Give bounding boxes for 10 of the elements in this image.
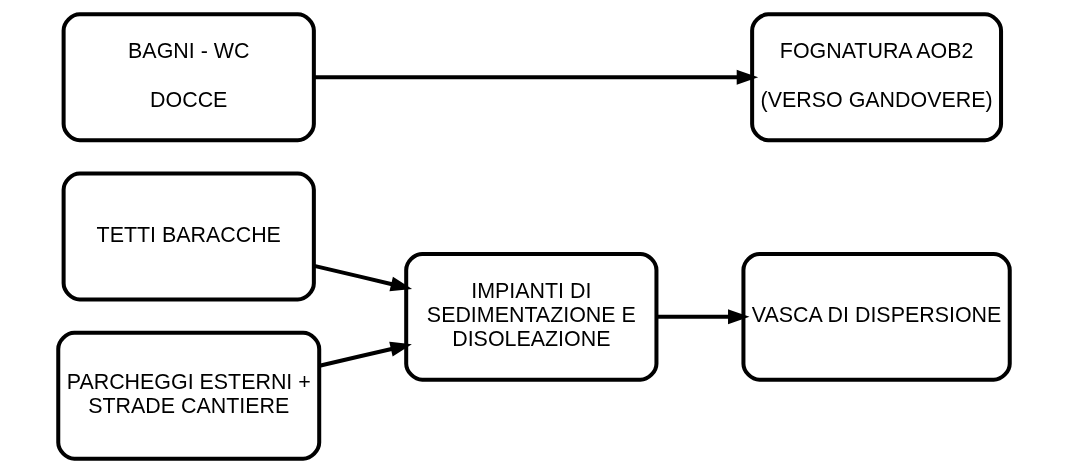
arrow	[656, 308, 749, 324]
arrow	[313, 263, 412, 291]
arrow	[318, 341, 412, 368]
node-box: BAGNI - WC DOCCE	[61, 11, 316, 142]
arrow	[313, 69, 758, 85]
node-box: FOGNATURA AOB2 (VERSO GANDOVERE)	[749, 11, 1003, 142]
node-box: TETTI BARACCHE	[61, 171, 316, 301]
node-box: IMPIANTI DI SEDIMENTAZIONE E DISOLEAZIONE	[403, 251, 658, 382]
node-box: PARCHEGGI ESTERNI + STRADE CANTIERE	[55, 330, 321, 461]
node-box: VASCA DI DISPERSIONE	[740, 251, 1012, 382]
